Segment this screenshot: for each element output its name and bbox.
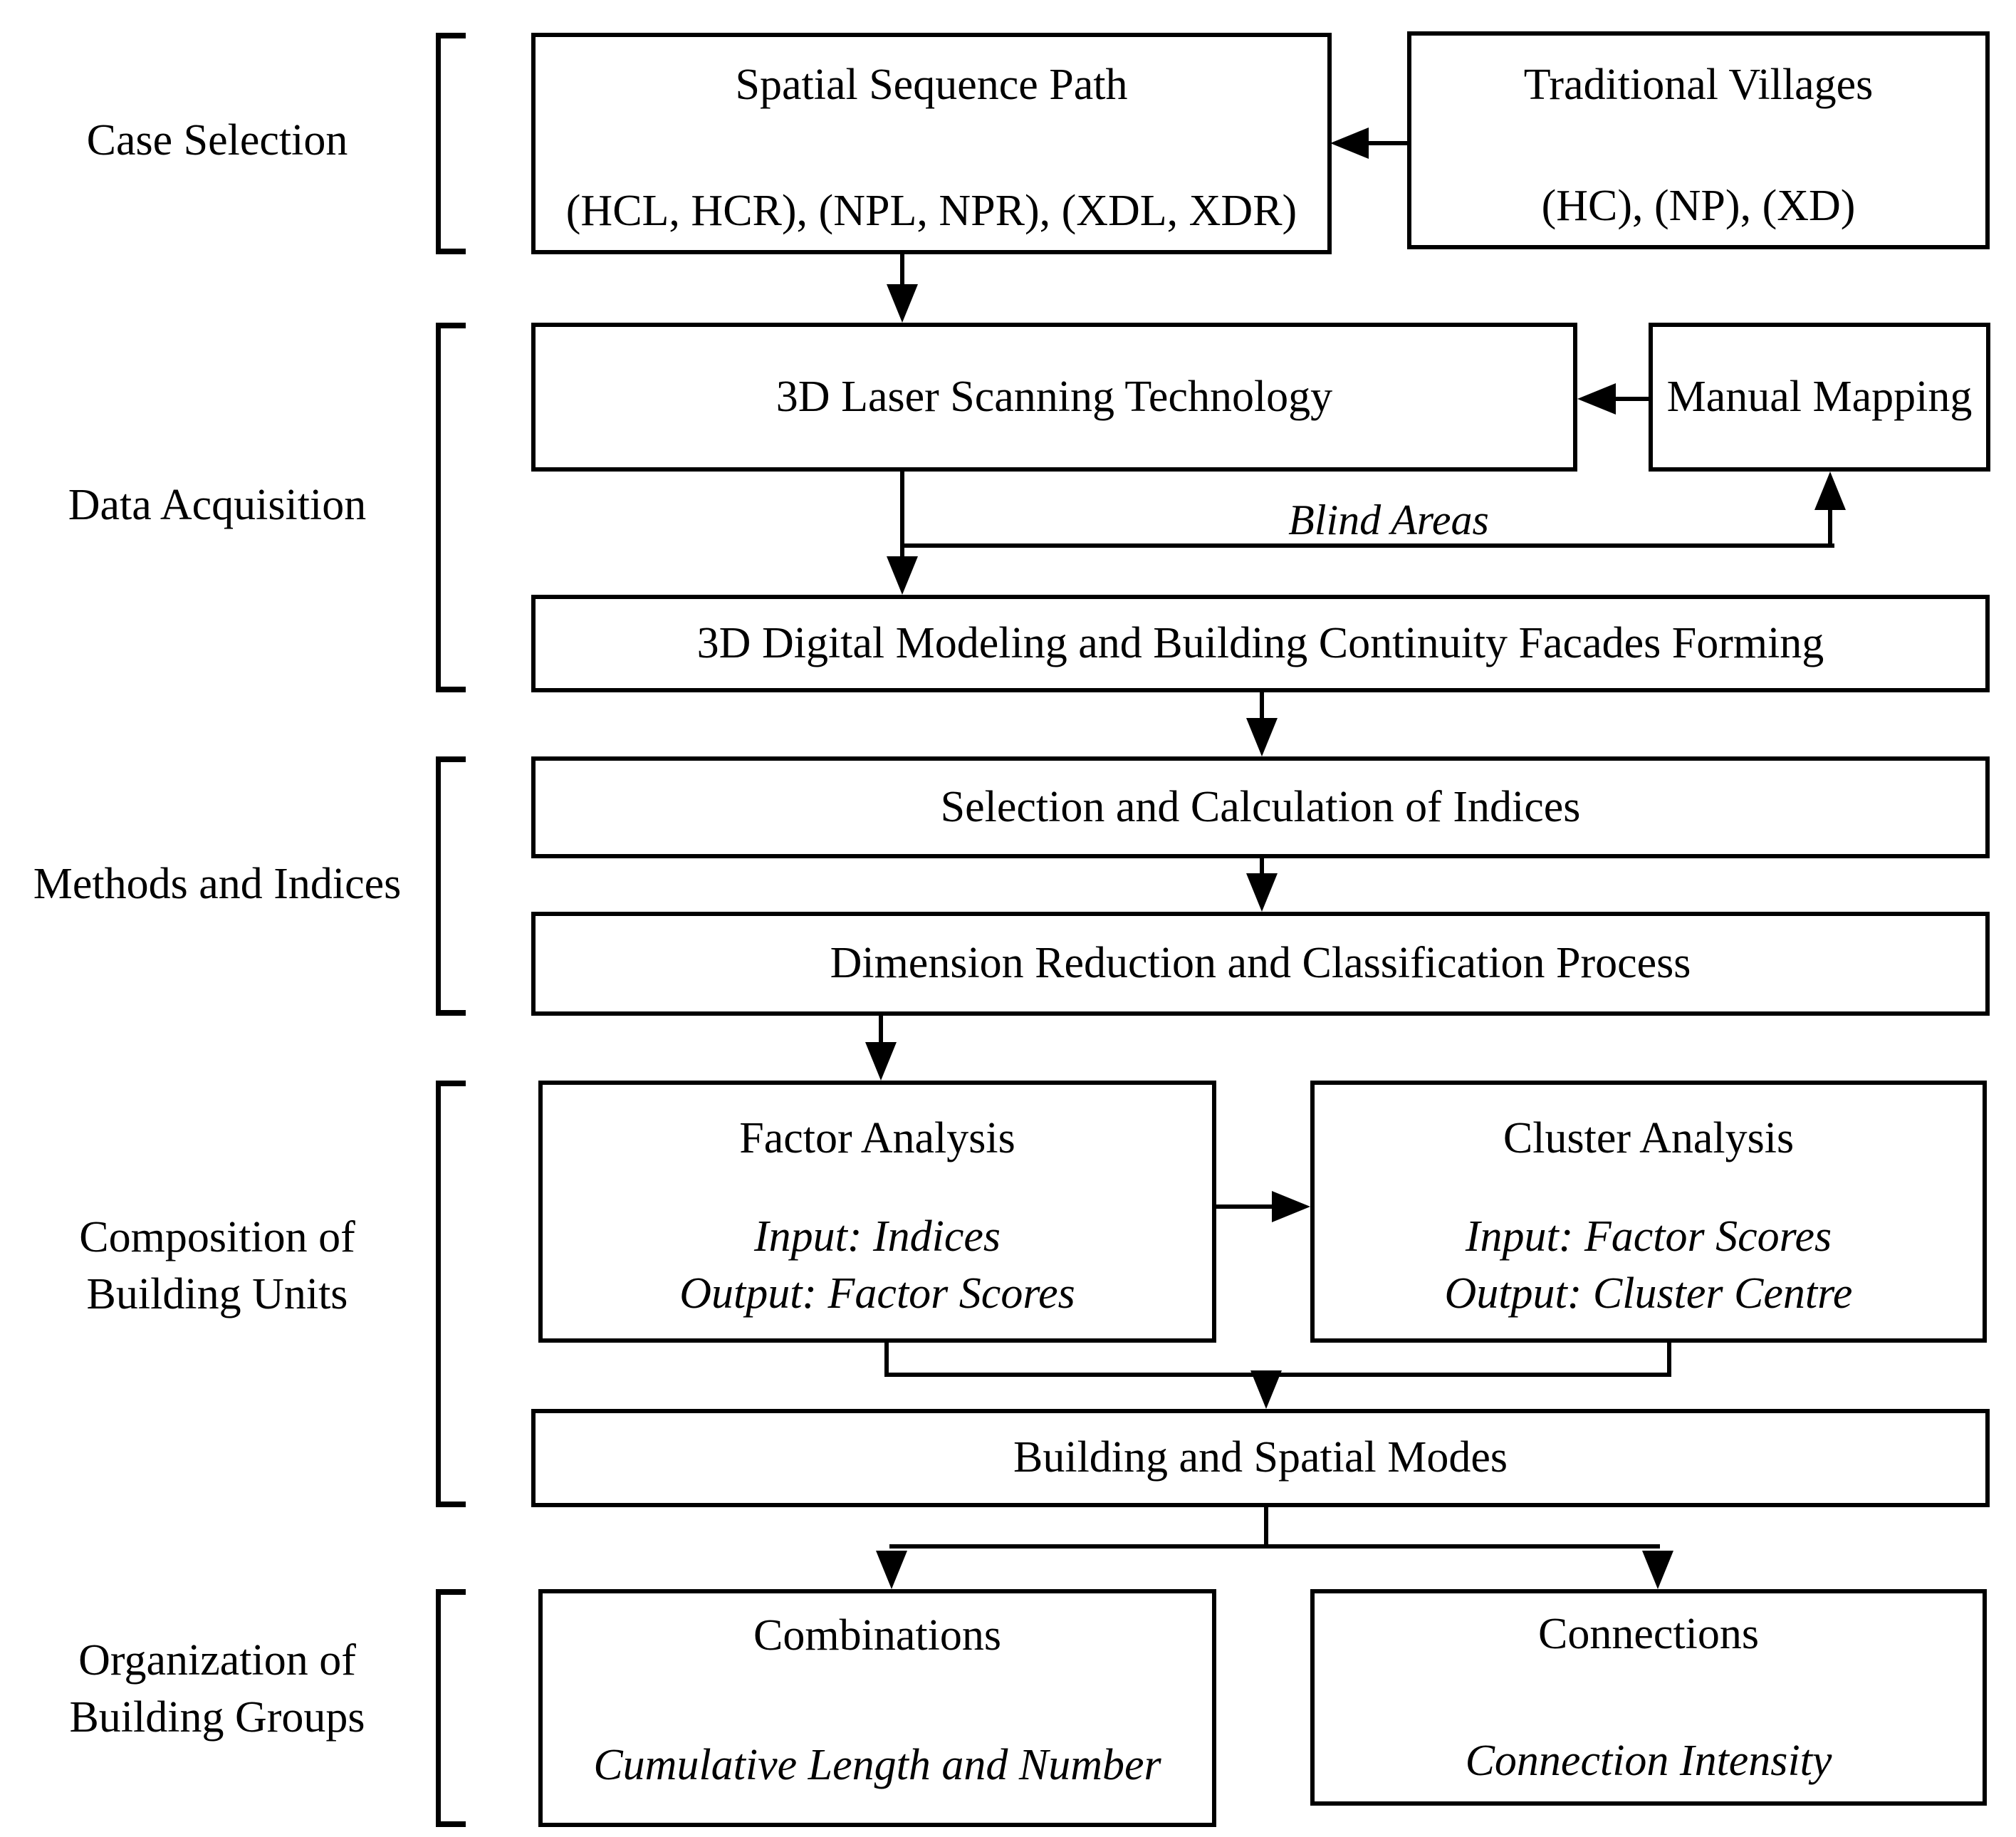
box-connections-title: Connections: [1538, 1610, 1759, 1658]
arrowhead-down-icon: [887, 556, 918, 595]
arrow-line: [884, 1343, 889, 1377]
arrow-line: [1216, 1204, 1273, 1209]
box-cluster-analysis-io: Input: Factor Scores Output: Cluster Cen…: [1445, 1209, 1853, 1323]
box-building-spatial-modes-title: Building and Spatial Modes: [1013, 1433, 1508, 1482]
arrowhead-left-icon: [1330, 128, 1369, 159]
section-label-composition-of-building-units: Composition of Building Units: [79, 1213, 355, 1318]
box-factor-analysis-title: Factor Analysis: [739, 1114, 1015, 1162]
arrow-line: [1616, 397, 1649, 401]
box-building-spatial-modes: Building and Spatial Modes: [531, 1409, 1990, 1507]
box-traditional-villages-title: Traditional Villages: [1523, 61, 1874, 109]
box-digital-modeling: 3D Digital Modeling and Building Continu…: [531, 595, 1990, 692]
arrowhead-down-icon: [1246, 718, 1278, 756]
section-bracket-case-selection: [436, 33, 466, 254]
arrow-line: [900, 543, 1834, 548]
arrowhead-down-icon: [1642, 1551, 1673, 1589]
box-factor-analysis: Factor Analysis Input: Indices Output: F…: [538, 1081, 1216, 1343]
box-laser-scanning: 3D Laser Scanning Technology: [531, 323, 1577, 472]
section-bracket-composition-of-building-units: [436, 1081, 466, 1507]
box-dimension-reduction-title: Dimension Reduction and Classification P…: [830, 939, 1691, 988]
box-selection-indices: Selection and Calculation of Indices: [531, 756, 1990, 858]
box-manual-mapping: Manual Mapping: [1649, 323, 1990, 472]
section-bracket-data-acquisition: [436, 323, 466, 692]
arrowhead-up-icon: [1814, 472, 1846, 510]
section-label-case-selection: Case Selection: [86, 116, 348, 165]
box-combinations-title: Combinations: [753, 1611, 1001, 1660]
box-traditional-villages: Traditional Villages (HC), (NP), (XD): [1407, 31, 1990, 249]
box-spatial-sequence-path-subtitle: (HCL, HCR), (NPL, NPR), (XDL, XDR): [565, 187, 1297, 236]
box-digital-modeling-title: 3D Digital Modeling and Building Continu…: [696, 618, 1824, 667]
arrowhead-right-icon: [1272, 1191, 1310, 1222]
arrow-line: [879, 1016, 883, 1045]
box-cluster-analysis: Cluster Analysis Input: Factor Scores Ou…: [1310, 1081, 1987, 1343]
box-manual-mapping-title: Manual Mapping: [1666, 372, 1973, 421]
arrow-line: [1264, 1507, 1268, 1549]
box-cluster-analysis-input: Input: Factor Scores: [1465, 1212, 1832, 1261]
box-dimension-reduction: Dimension Reduction and Classification P…: [531, 912, 1990, 1016]
box-connections-subtitle: Connection Intensity: [1465, 1737, 1832, 1786]
box-traditional-villages-subtitle: (HC), (NP), (XD): [1541, 182, 1856, 231]
arrow-line: [1369, 141, 1407, 145]
arrow-line: [900, 254, 904, 288]
box-selection-indices-title: Selection and Calculation of Indices: [940, 782, 1581, 831]
arrowhead-down-icon: [887, 284, 918, 323]
arrowhead-down-icon: [865, 1042, 897, 1081]
box-combinations: Combinations Cumulative Length and Numbe…: [538, 1589, 1216, 1827]
box-spatial-sequence-path-title: Spatial Sequence Path: [735, 61, 1128, 109]
section-bracket-methods-and-indices: [436, 756, 466, 1016]
edge-label-blind-areas: Blind Areas: [1288, 496, 1489, 543]
arrow-line: [1667, 1343, 1671, 1377]
arrowhead-down-icon: [1250, 1370, 1282, 1409]
arrowhead-down-icon: [1246, 873, 1278, 912]
box-cluster-analysis-output: Output: Cluster Centre: [1444, 1269, 1853, 1318]
section-label-organization-of-building-groups: Organization of Building Groups: [69, 1636, 365, 1742]
box-connections: Connections Connection Intensity: [1310, 1589, 1987, 1806]
arrowhead-left-icon: [1577, 383, 1616, 415]
arrow-line: [1828, 509, 1832, 546]
box-spatial-sequence-path: Spatial Sequence Path (HCL, HCR), (NPL, …: [531, 33, 1332, 254]
arrow-line: [1260, 858, 1264, 876]
box-combinations-subtitle: Cumulative Length and Number: [593, 1741, 1161, 1790]
box-factor-analysis-output: Output: Factor Scores: [679, 1269, 1075, 1318]
arrowhead-down-icon: [876, 1551, 907, 1589]
arrow-line: [1260, 692, 1264, 721]
section-label-methods-and-indices: Methods and Indices: [33, 860, 402, 908]
box-laser-scanning-title: 3D Laser Scanning Technology: [775, 372, 1333, 421]
box-cluster-analysis-title: Cluster Analysis: [1503, 1114, 1795, 1162]
box-factor-analysis-io: Input: Indices Output: Factor Scores: [679, 1209, 1075, 1323]
box-factor-analysis-input: Input: Indices: [753, 1212, 1001, 1261]
arrow-line: [889, 1544, 1660, 1549]
section-label-data-acquisition: Data Acquisition: [68, 481, 367, 529]
arrow-line: [900, 472, 904, 558]
section-bracket-organization-of-building-groups: [436, 1589, 466, 1827]
